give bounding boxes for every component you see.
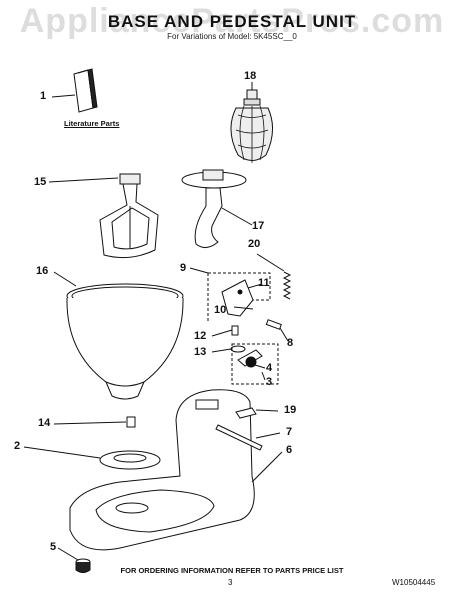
clamping-plate [23, 446, 161, 470]
flat-beater [48, 173, 159, 259]
callout-3: 3 [266, 376, 273, 388]
model-subtitle: For Variations of Model: 5K45SC__0 [167, 32, 297, 41]
watermark: AppliancePartsPros.com [19, 2, 445, 40]
washer [211, 345, 246, 353]
page-number: 3 [228, 578, 233, 587]
dough-hook [181, 169, 253, 248]
callout-17: 17 [252, 220, 265, 232]
page-title: BASE AND PEDESTAL UNIT [107, 12, 357, 31]
callout-16: 16 [36, 265, 49, 277]
clamp-screw [53, 416, 136, 428]
callout-7: 7 [286, 426, 293, 438]
callout-15: 15 [34, 176, 47, 188]
callout-11: 11 [258, 277, 270, 289]
callout-1: 1 [40, 90, 47, 102]
literature-booklet [51, 68, 98, 113]
callout-5: 5 [50, 541, 57, 553]
pin [265, 319, 289, 342]
pedestal-base [69, 389, 283, 551]
callout-13: 13 [194, 346, 207, 358]
spring [256, 253, 292, 300]
callout-10: 10 [214, 304, 227, 316]
callout-8: 8 [287, 337, 294, 349]
screw [211, 325, 239, 337]
speed-lever [235, 407, 279, 419]
callout-4: 4 [266, 362, 273, 374]
callout-19: 19 [284, 404, 297, 416]
lock-assembly [231, 343, 279, 385]
mixing-bowl [53, 271, 184, 400]
ordering-note: FOR ORDERING INFORMATION REFER TO PARTS … [120, 566, 344, 575]
callout-12: 12 [194, 330, 207, 342]
callout-20: 20 [248, 238, 261, 250]
wire-whip [230, 82, 273, 163]
callout-14: 14 [38, 417, 51, 429]
callout-9: 9 [180, 262, 187, 274]
rod [215, 424, 281, 451]
literature-parts-label: Literature Parts [64, 119, 120, 128]
rubber-foot [57, 547, 91, 573]
callout-6: 6 [286, 444, 293, 456]
callout-18: 18 [244, 70, 257, 82]
document-number: W10504445 [392, 578, 436, 587]
callout-2: 2 [14, 440, 21, 452]
hinge-assembly [189, 267, 271, 322]
